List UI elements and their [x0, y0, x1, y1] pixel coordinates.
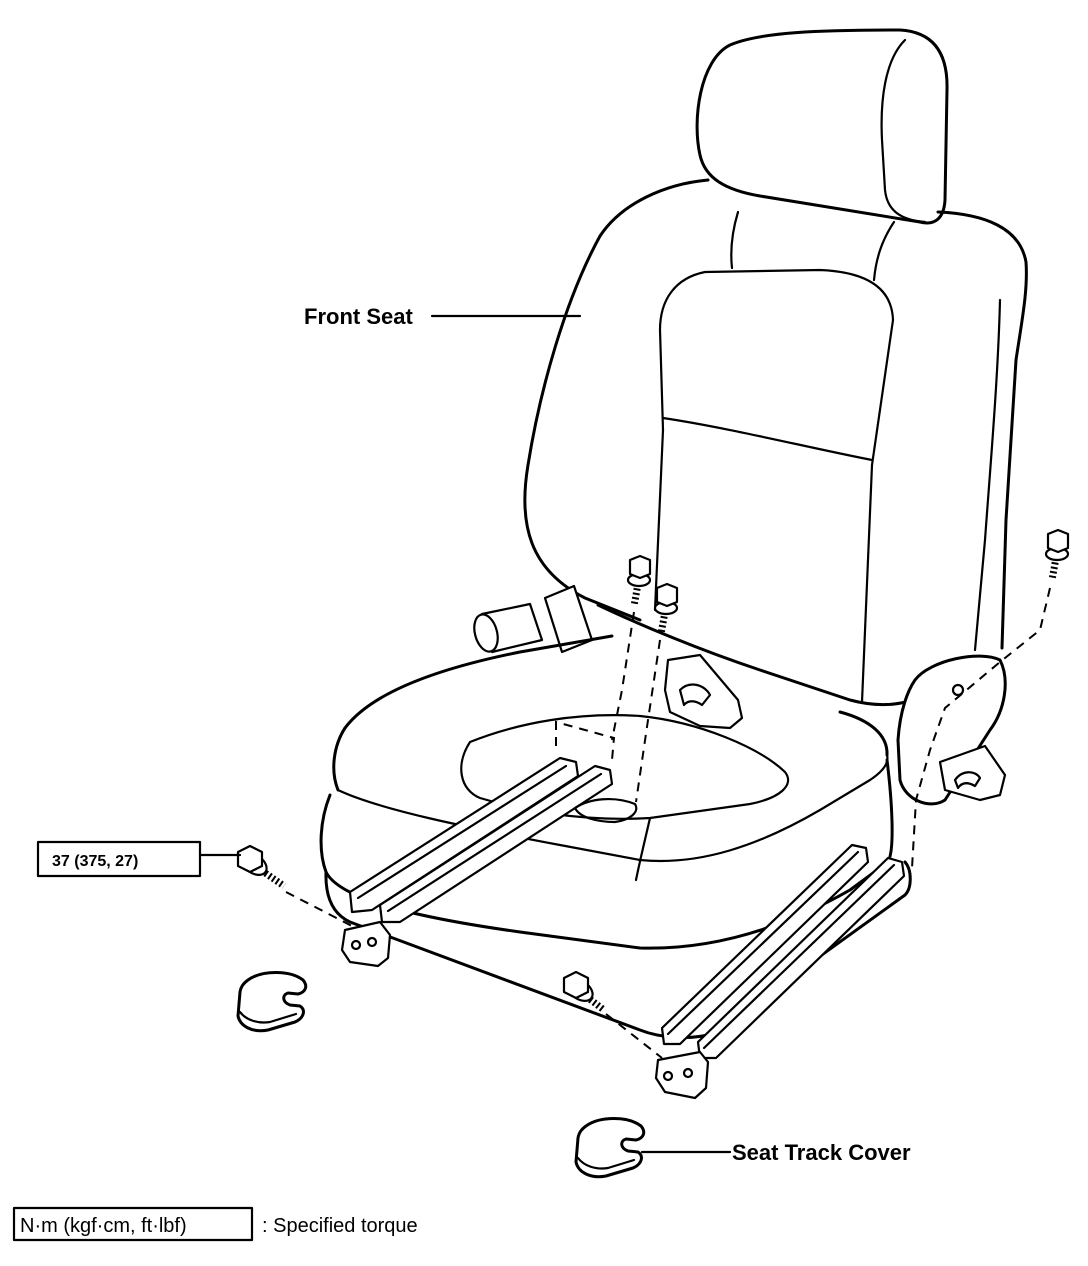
- headrest-side-edge: [880, 38, 927, 224]
- guide-rear-right-bolt: [911, 587, 1051, 869]
- bolt-rear-left-1-thread: [630, 583, 642, 607]
- left-track-bracket: [340, 920, 392, 968]
- seat-track-cover-callout: Seat Track Cover: [640, 1140, 911, 1165]
- left-track-rail-outer-groove: [356, 764, 568, 900]
- guide-rear-outline: [555, 720, 616, 761]
- seatback-cushion-crease: [596, 603, 927, 706]
- seatback-panel-right-seam: [860, 463, 874, 704]
- seat-track-cover-left: [236, 971, 308, 1033]
- bolt-front-left: [236, 844, 286, 889]
- front-seat-callout: Front Seat: [304, 304, 582, 329]
- seatback-center-panel: [658, 268, 895, 467]
- bolt-rear-right: [1044, 528, 1070, 581]
- installation-guide-lines: [285, 587, 1051, 1059]
- bolt-front-right: [562, 970, 607, 1013]
- bolt-front-right-head: [562, 970, 590, 1000]
- seat-track-cover-label: Seat Track Cover: [732, 1140, 911, 1165]
- right-track-rail-outer-groove: [666, 850, 860, 1036]
- right-track-bracket: [654, 1050, 710, 1100]
- bolt-rear-left-2-thread: [657, 611, 669, 635]
- headrest-outline: [695, 28, 949, 225]
- cushion-left-corner: [332, 726, 347, 792]
- seatback-panel-left-seam: [653, 428, 665, 612]
- seat-track-cover-left-edge: [238, 1010, 298, 1024]
- right-bracket-hole-1: [662, 1070, 674, 1082]
- bolt-rear-left-1-head: [628, 554, 652, 580]
- right-track-rail-inner-groove: [702, 863, 896, 1050]
- bolt-rear-right-thread: [1048, 557, 1060, 581]
- bolt-front-left-head: [236, 844, 264, 874]
- lever-knob-end: [473, 613, 499, 653]
- seatback-right-outline: [936, 210, 1028, 650]
- seatback-upper-seam-left: [730, 210, 740, 270]
- rear-center-bracket-slot: [678, 683, 712, 707]
- legend-unit: N·m (kgf·cm, ft·lbf): [20, 1215, 187, 1237]
- headrest: [695, 28, 949, 225]
- recliner-lever: [473, 584, 594, 654]
- seat-track-cover-right: [574, 1117, 646, 1179]
- seat-cushion: [319, 634, 912, 1039]
- left-bracket-hole-1: [350, 939, 362, 951]
- bolt-rear-left-2-head: [655, 582, 679, 608]
- seatback-horizontal-seam: [661, 416, 874, 462]
- torque-callout: 37 (375, 27): [36, 840, 242, 878]
- cushion-center-insert: [460, 714, 790, 820]
- seatback-side-edge: [973, 298, 1002, 652]
- right-seat-track: [654, 843, 906, 1100]
- left-track-rear-mount: [573, 797, 638, 824]
- guide-rear-left-bolt-1: [611, 611, 635, 741]
- guide-front-right-bolt: [605, 1013, 663, 1059]
- legend-description: : Specified torque: [262, 1215, 418, 1237]
- seatback: [523, 178, 1028, 706]
- right-rear-bracket-slot: [953, 771, 982, 790]
- seat-track-cover-right-edge: [576, 1156, 636, 1170]
- cushion-side-seam: [634, 816, 652, 882]
- front-seat-label: Front Seat: [304, 304, 413, 329]
- right-bracket-hole-2: [682, 1067, 694, 1079]
- seatback-upper-seam-right: [872, 220, 896, 282]
- guide-front-left-bolt: [285, 891, 353, 927]
- seatback-left-outline: [523, 178, 710, 622]
- right-track-rail-inner: [696, 856, 906, 1060]
- bolt-rear-left-2: [653, 582, 679, 635]
- bolt-rear-left-1: [626, 554, 652, 607]
- legend-unit-box: [12, 1206, 254, 1242]
- right-track-rail-outer: [660, 843, 870, 1046]
- guide-rear-left-bolt-2: [635, 639, 661, 803]
- torque-box: [36, 840, 202, 878]
- torque-legend: N·m (kgf·cm, ft·lbf) : Specified torque: [12, 1206, 418, 1242]
- right-rear-bracket: [938, 744, 1007, 802]
- torque-value: 37 (375, 27): [52, 853, 138, 870]
- rear-center-bracket-plate: [663, 653, 744, 730]
- cushion-rear-outline: [343, 634, 614, 730]
- cushion-front-ridge: [336, 753, 889, 863]
- left-bracket-hole-2: [366, 936, 378, 948]
- recliner-cover-hole: [951, 683, 965, 697]
- bolt-rear-right-head: [1046, 528, 1070, 554]
- cushion-right-top: [838, 710, 889, 757]
- left-track-rail-inner-groove: [386, 772, 603, 913]
- rear-center-bracket: [663, 653, 744, 730]
- left-seat-track: [340, 756, 638, 968]
